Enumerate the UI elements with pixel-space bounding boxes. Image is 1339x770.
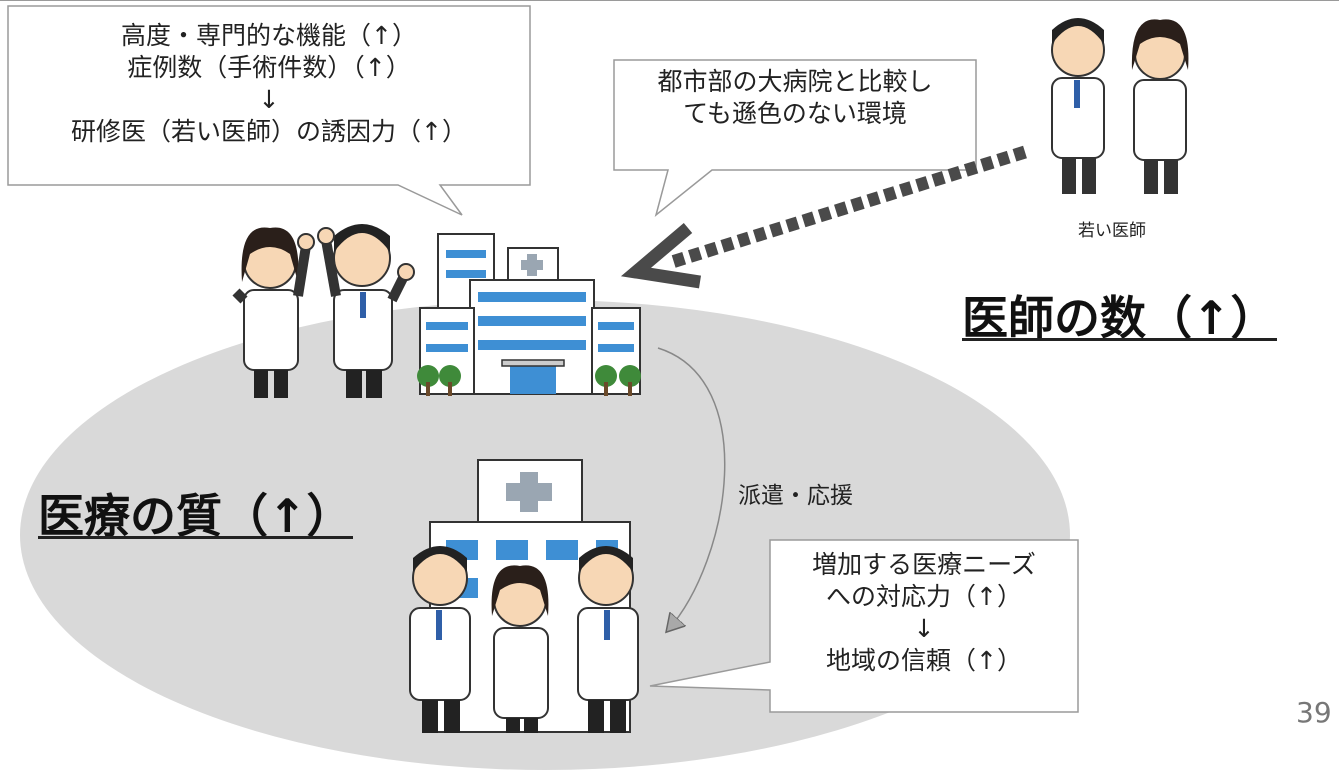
callout-needs-line-1: 増加する医療ニーズ [812,550,1036,579]
young-doctors-label: 若い医師 [1078,221,1146,241]
callout-urban-shape [613,59,977,218]
recruit-arrow [620,145,1027,289]
callout-needs-line-2: への対応力（↑） [826,582,1022,611]
callout-needs: 増加する医療ニーズ への対応力（↑） ↓ 地域の信頼（↑） [772,549,1076,677]
callout-training-line-1: 高度・専門的な機能（↑） [121,21,417,50]
doctor-count-heading: 医師の数（↑） [962,282,1277,348]
cheering-doctor-icon [232,224,415,398]
quality-heading: 医療の質（↑） [38,480,353,546]
doctor-count-text: 医師の数（↑） [962,291,1277,345]
callout-urban-line-1: 都市部の大病院と比較し [657,67,933,96]
callout-training-line-4: 研修医（若い医師）の誘因力（↑） [71,117,467,146]
callout-needs-line-4: 地域の信頼（↑） [826,646,1022,675]
callout-needs-line-3: ↓ [913,614,935,643]
top-rule [0,0,1339,1]
callout-urban: 都市部の大病院と比較し ても遜色のない環境 [618,66,972,130]
quality-text: 医療の質（↑） [38,489,353,543]
callout-training-line-2: 症例数（手術件数）（↑） [127,53,411,82]
callout-urban-line-2: ても遜色のない環境 [683,99,907,128]
tree-icon [417,365,641,387]
callout-training: 高度・専門的な機能（↑） 症例数（手術件数）（↑） ↓ 研修医（若い医師）の誘因… [14,20,524,148]
dispatch-label: 派遣・応援 [738,483,853,509]
page-number: 39 [1296,696,1332,729]
callout-needs-shape [649,539,1079,713]
doctor-group-icon [409,546,639,733]
doctor-icon [1051,18,1189,194]
dispatch-arrow [657,347,726,630]
callout-training-shape [7,5,531,216]
diagram-graphics [7,5,1189,733]
callout-training-line-3: ↓ [258,85,280,114]
